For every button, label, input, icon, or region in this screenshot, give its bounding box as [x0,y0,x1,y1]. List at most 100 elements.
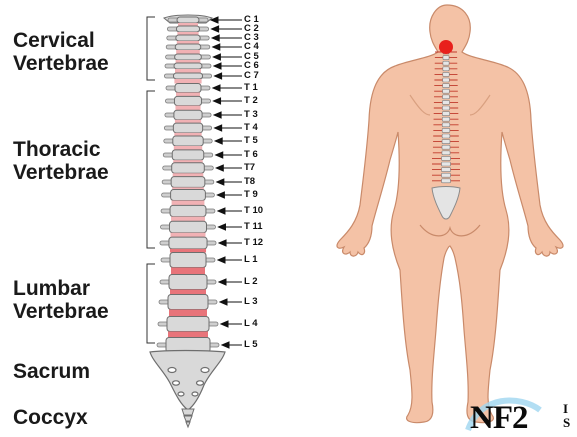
body-vertebra [442,128,450,132]
vertebra-body [175,54,202,60]
vertebra-body [170,205,206,216]
vertebra-body [173,136,203,146]
label-arrow-head [216,152,223,158]
label-arrow-head [219,240,226,246]
vertebra-label-t7: T7 [244,163,255,173]
vertebra-label-t5: T 5 [244,136,258,146]
vertebra-label-t4: T 4 [244,123,258,133]
body-vertebra [442,156,451,160]
nf2-logo: NF2 [470,400,528,437]
intervertebral-disc [176,93,200,97]
vertebra-label-t3: T 3 [244,110,258,120]
body-vertebra [442,134,450,138]
intervertebral-disc [174,79,201,84]
thoracic-label-line1: Thoracic [13,138,109,161]
label-arrow-head [215,125,222,131]
lumbar-label-line2: Vertebrae [13,300,109,323]
label-arrow-head [214,112,221,118]
vertebra-body [169,275,207,290]
intervertebral-disc [174,146,202,150]
vertebra-body [173,73,202,79]
vertebra-label-t2: T 2 [244,96,258,106]
thoracic-bracket [147,91,155,248]
cervical-label-line1: Cervical [13,29,109,52]
body-vertebra [443,84,450,88]
intervertebral-disc [169,310,207,317]
body-vertebra [442,140,450,144]
body-vertebra [443,56,449,60]
vertebra-label-l1: L 1 [244,255,258,265]
label-arrows [211,17,242,348]
highlight-dot [439,40,453,54]
vertebra-label-t12: T 12 [244,238,263,248]
body-vertebra [442,106,449,110]
label-arrow-head [213,85,220,91]
body-vertebra [442,179,451,183]
intervertebral-disc [176,50,200,54]
label-arrow-head [218,257,225,263]
vertebra-body [172,163,205,174]
body-vertebra [442,151,450,155]
vertebra-body [174,110,202,120]
vertebra-body [175,44,201,50]
cervical-label: Cervical Vertebrae [13,29,109,75]
intervertebral-disc [175,69,201,73]
thoracic-label-line2: Vertebrae [13,161,109,184]
vertebra-body [173,123,202,133]
label-arrow-head [215,138,222,144]
region-brackets [147,17,155,343]
vertebra-body [167,317,209,332]
vertebra-label-c7: C 7 [244,71,259,81]
label-arrow-head [212,35,219,41]
label-arrow-head [213,44,220,50]
body-vertebra [443,67,449,71]
vertebra-label-t8: T8 [244,177,255,187]
intervertebral-disc [172,201,205,206]
vertebra-body [171,190,206,201]
cervical-bracket [147,17,155,80]
intervertebral-disc [175,120,201,123]
intervertebral-disc [175,106,200,111]
body-vertebra [443,61,449,65]
vertebra-label-t9: T 9 [244,190,258,200]
intervertebral-disc [168,332,208,338]
spinal-column [157,15,219,354]
body-vertebra [443,89,450,93]
vertebra-body [174,63,202,69]
body-vertebra [443,78,450,82]
intervertebral-disc [170,249,206,253]
vertebra-label-l4: L 4 [244,319,258,329]
lumbar-label-line1: Lumbar [13,277,109,300]
cervical-label-line2: Vertebrae [13,52,109,75]
vertebra-body [168,295,208,310]
vertebra-body [172,150,204,160]
label-arrow-head [216,165,223,171]
label-arrow-head [217,192,224,198]
body-vertebra [442,123,450,127]
label-arrow-head [218,208,225,214]
body-vertebra [442,112,449,116]
intervertebral-disc [171,217,205,222]
label-arrow-head [221,321,228,327]
sacrum-bone [150,351,225,411]
nf2-logo-side: I S [563,402,570,430]
intervertebral-disc [171,268,205,275]
coccyx-bone [182,409,194,427]
body-vertebra [442,168,451,172]
lumbar-bracket [147,264,155,343]
label-arrow-head [220,299,227,305]
lumbar-label: Lumbar Vertebrae [13,277,109,323]
vertebra-label-l2: L 2 [244,277,258,287]
vertebra-label-l5: L 5 [244,340,258,350]
body-vertebra [442,162,451,166]
vertebra-label-t11: T 11 [244,222,263,232]
body-vertebra [443,95,450,99]
thoracic-label: Thoracic Vertebrae [13,138,109,184]
label-arrow-head [214,98,221,104]
label-arrow-head [215,73,222,79]
label-arrow-head [219,279,226,285]
label-arrow-head [219,224,226,230]
vertebra-body [176,35,200,41]
body-vertebra [443,72,449,76]
body-vertebra [442,145,450,149]
